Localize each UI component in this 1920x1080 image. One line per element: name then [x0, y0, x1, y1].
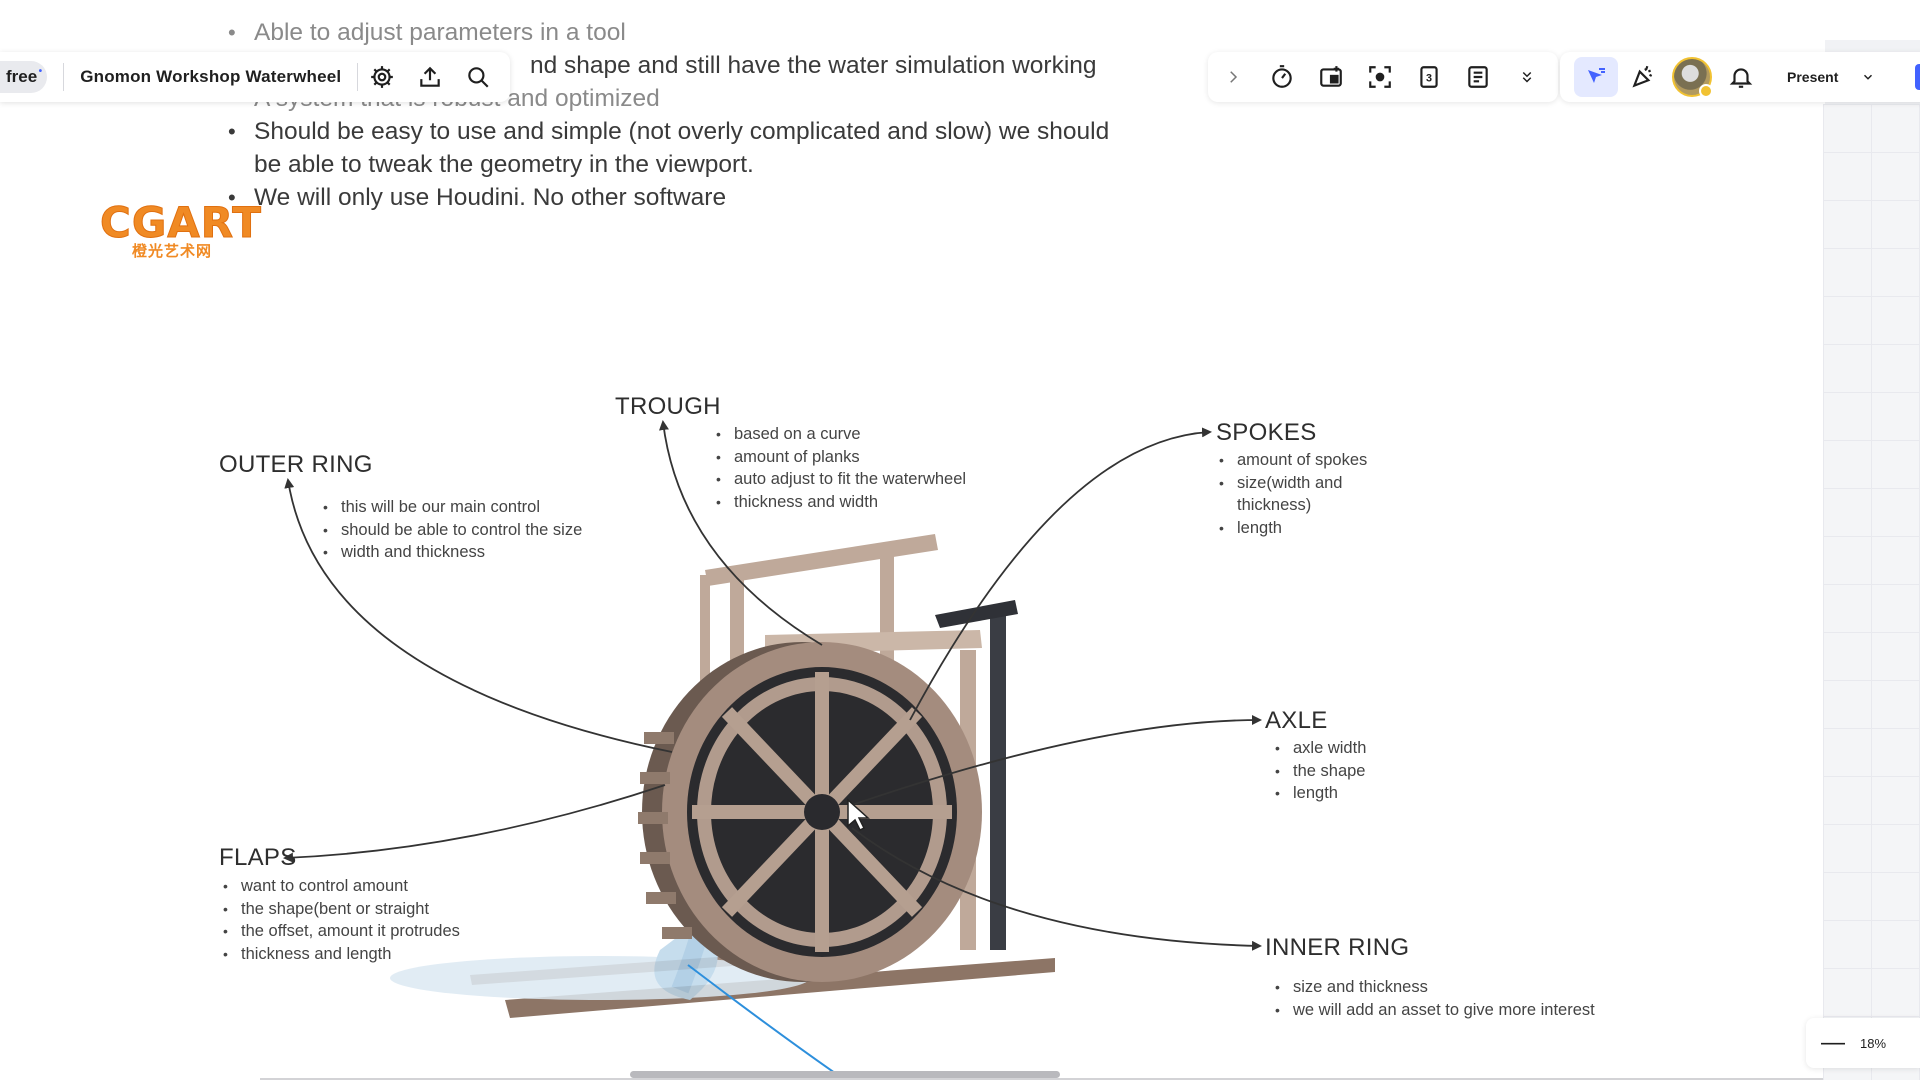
list-item: should be able to control the size [323, 519, 582, 542]
svg-text:3: 3 [1425, 72, 1431, 84]
spokes-arrow [909, 427, 1212, 721]
mouse-cursor-icon [847, 798, 870, 832]
zoom-out-button[interactable]: — [1821, 1029, 1845, 1056]
list-item: the shape [1275, 760, 1366, 783]
zoom-level[interactable]: 18% [1860, 1035, 1887, 1051]
list-item: thickness and width [716, 491, 966, 514]
list-item: axle width [1275, 737, 1366, 760]
gear-icon[interactable] [358, 53, 406, 101]
outer-ring-list: this will be our main control should be … [323, 496, 582, 564]
collaboration-toolbar: Present [1560, 52, 1920, 102]
list-item: length [1275, 782, 1366, 805]
search-icon[interactable] [454, 53, 502, 101]
divider [63, 63, 65, 91]
axle-arrow [851, 715, 1262, 806]
list-item: size and thickness [1275, 976, 1595, 999]
note-item: Able to adjust parameters in a tool [228, 16, 1128, 49]
double-chevron-down-icon[interactable] [1502, 53, 1551, 101]
share-button[interactable] [1915, 64, 1920, 90]
list-item: size(width and thickness) [1219, 472, 1369, 517]
avatar-button[interactable] [1667, 53, 1716, 101]
avatar [1671, 57, 1713, 98]
badge-dot-icon: • [38, 66, 43, 77]
divider [357, 63, 359, 91]
notes-icon[interactable] [1453, 53, 1502, 101]
list-item: this will be our main control [323, 496, 582, 519]
inner-ring-list: size and thickness we will add an asset … [1275, 976, 1595, 1021]
axle-title: AXLE [1265, 707, 1328, 734]
zoom-control: — 18% [1806, 1018, 1920, 1068]
list-item: length [1219, 517, 1369, 540]
right-panel [1823, 104, 1920, 1080]
trough-title: TROUGH [615, 393, 721, 420]
plan-badge[interactable]: free • [0, 61, 48, 93]
list-item: the offset, amount it protrudes [223, 920, 460, 943]
bell-icon[interactable] [1716, 53, 1765, 101]
focus-icon[interactable] [1355, 53, 1404, 101]
trough-arrow [659, 420, 823, 646]
list-item: want to control amount [223, 875, 460, 898]
connector-arrows [283, 420, 1262, 951]
chevron-down-icon[interactable] [1858, 67, 1878, 87]
canvas-bottom-edge [260, 1078, 1823, 1080]
inner-ring-arrow [851, 827, 1262, 951]
connector-line-blue [687, 964, 846, 1080]
wheel [638, 642, 982, 982]
water-splash [390, 676, 810, 1000]
board-toolbar: free • Gnomon Workshop Waterwheel [0, 52, 511, 102]
list-item: amount of spokes [1219, 449, 1369, 472]
inner-ring-title: INNER RING [1265, 934, 1410, 961]
page-counter-icon[interactable]: 3 [1404, 53, 1453, 101]
trough-list: based on a curve amount of planks auto a… [716, 423, 966, 513]
board-notes-list: Able to adjust parameters in a tool nd s… [228, 16, 1128, 214]
axle-list: axle width the shape length [1275, 737, 1366, 805]
spokes-title: SPOKES [1216, 419, 1317, 446]
flaps-arrow [283, 784, 666, 863]
frame-icon[interactable] [1306, 53, 1355, 101]
outer-ring-arrow [284, 478, 673, 753]
list-item: we will add an asset to give more intere… [1275, 999, 1595, 1022]
note-item: We will only use Houdini. No other softw… [228, 181, 1128, 214]
horizontal-scrollbar[interactable] [630, 1071, 1060, 1078]
reaction-cursor-icon[interactable] [1574, 57, 1618, 97]
flaps-list: want to control amount the shape(bent or… [223, 875, 460, 965]
spokes-list: amount of spokes size(width and thicknes… [1219, 449, 1369, 539]
list-item: based on a curve [716, 423, 966, 446]
list-item: thickness and length [223, 943, 460, 966]
cgart-logo: CGART 橙光艺术网 [100, 198, 262, 260]
flaps-title: FLAPS [219, 844, 297, 871]
list-item: width and thickness [323, 541, 582, 564]
outer-ring-title: OUTER RING [219, 451, 373, 478]
list-item: amount of planks [716, 446, 966, 469]
celebrate-icon[interactable] [1618, 53, 1667, 101]
chevron-right-icon[interactable] [1208, 53, 1257, 101]
timer-icon[interactable] [1257, 53, 1306, 101]
list-item: the shape(bent or straight [223, 898, 460, 921]
board-title[interactable]: Gnomon Workshop Waterwheel [80, 67, 342, 86]
list-item: auto adjust to fit the waterwheel [716, 468, 966, 491]
present-button[interactable]: Present [1787, 69, 1839, 85]
tools-toolbar: 3 [1208, 52, 1558, 102]
note-item: Should be easy to use and simple (not ov… [228, 115, 1128, 181]
note-item: nd shape and still have the water simula… [228, 49, 1128, 82]
dark-post [935, 600, 1018, 950]
upload-icon[interactable] [406, 53, 454, 101]
